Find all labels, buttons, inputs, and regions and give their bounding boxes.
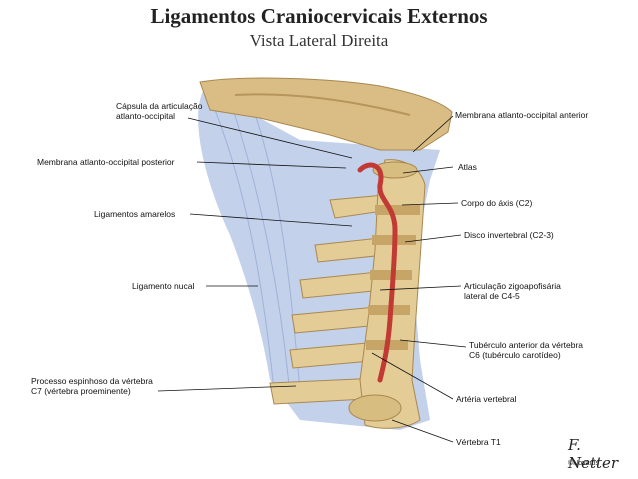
label-tuberculo: Tubérculo anterior da vértebra C6 (tubér… — [469, 340, 584, 360]
label-disco: Disco invertebral (C2-3) — [464, 230, 554, 240]
t1-vertebra — [348, 394, 402, 422]
label-processo-espinhoso: Processo espinhoso da vértebra C7 (vérte… — [31, 376, 153, 396]
vertebral-artery — [357, 162, 398, 383]
label-ligamentos-amarelos: Ligamentos amarelos — [94, 209, 176, 219]
label-membrana-anterior: Membrana atlanto-occipital anterior — [455, 110, 589, 120]
skull-base — [199, 77, 453, 151]
atlas — [372, 161, 418, 179]
novartis-copyright: ©Novartis — [568, 460, 599, 467]
label-corpo-axis: Corpo do áxis (C2) — [461, 198, 533, 208]
netter-signature: F. Netter — [568, 436, 619, 472]
netter-logo: F. Netter ©Novartis — [566, 436, 618, 476]
label-capsula: Cápsula da articulação atlanto-occipital — [116, 101, 203, 121]
page-title: Ligamentos Craniocervicais Externos — [150, 4, 488, 28]
label-ligamento-nucal: Ligamento nucal — [132, 281, 195, 291]
label-vertebra-t1: Vértebra T1 — [456, 437, 501, 447]
label-membrana-posterior: Membrana atlanto-occipital posterior — [37, 157, 175, 167]
label-articulacao: Articulação zigoapofisária lateral de C4… — [464, 281, 561, 301]
label-arteria-vertebral: Artéria vertebral — [456, 394, 517, 404]
label-atlas: Atlas — [458, 162, 477, 172]
page-subtitle: Vista Lateral Direita — [249, 31, 389, 50]
